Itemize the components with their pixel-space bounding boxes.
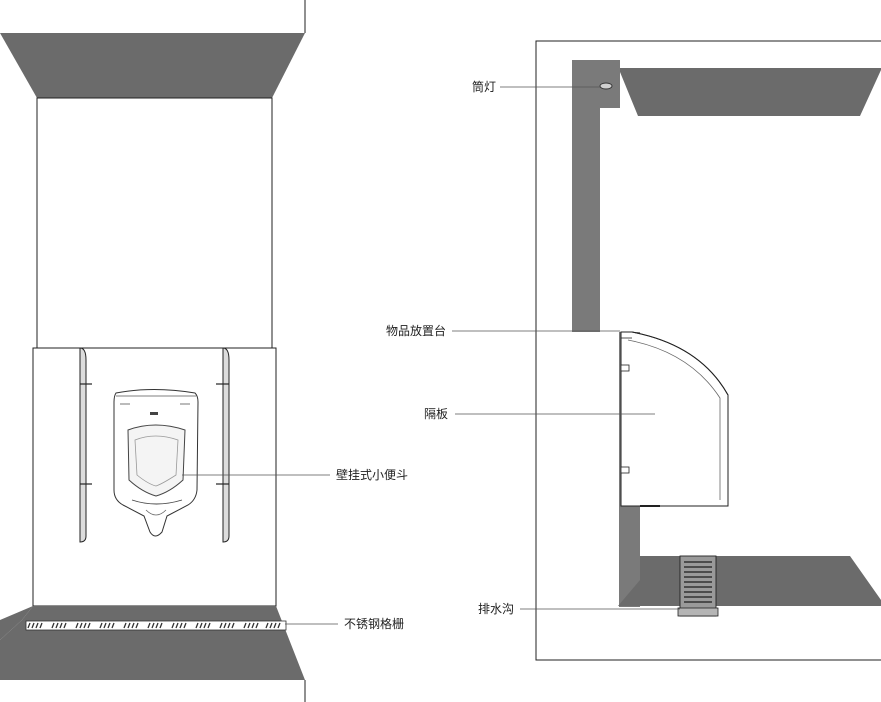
partition-label: 隔板 <box>424 407 449 421</box>
left-partition <box>79 347 87 543</box>
downlight <box>599 82 613 90</box>
stainless-grate <box>25 620 287 631</box>
back-wall-upper <box>36 97 273 349</box>
drain-label: 排水沟 <box>478 602 515 616</box>
section-wall <box>572 60 620 332</box>
shelf-label: 物品放置台 <box>386 324 447 338</box>
ceiling-panel <box>0 33 305 98</box>
section-partition <box>620 331 729 507</box>
section-frame <box>535 40 881 661</box>
wall-hung-urinal <box>113 389 199 537</box>
right-partition <box>222 347 230 543</box>
section-ceiling <box>620 60 881 116</box>
floor-panel-left <box>0 606 33 640</box>
urinal-label: 壁挂式小便斗 <box>336 468 409 482</box>
floor-panel <box>0 606 305 680</box>
drain-grate-slats <box>684 561 712 603</box>
front-elevation <box>0 0 338 702</box>
grate-label: 不锈钢格栅 <box>344 617 405 631</box>
grate-slots <box>27 622 281 629</box>
section-floor <box>618 556 881 606</box>
drain-base <box>677 607 719 617</box>
drain-channel <box>679 555 717 617</box>
section-view <box>452 40 881 661</box>
partition-bracket-bottom <box>620 466 630 474</box>
partition-bracket-top <box>620 364 630 372</box>
downlight-label: 筒灯 <box>472 80 497 94</box>
urinal-sensor <box>150 412 158 415</box>
section-ceiling-top <box>614 60 620 68</box>
